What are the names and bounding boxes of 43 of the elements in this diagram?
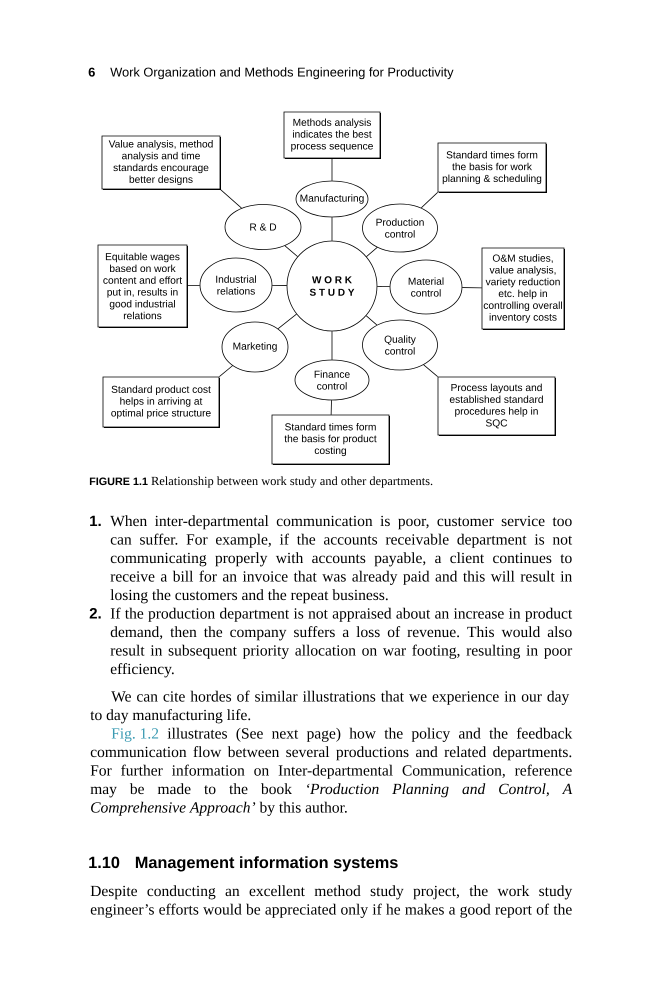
connector-line — [278, 314, 297, 330]
connector-line — [272, 285, 287, 286]
ellipse-node: Manufacturing — [296, 180, 368, 218]
link: Fig. 1.2 — [112, 728, 158, 742]
connector-line — [462, 287, 482, 288]
note-box: Standard product cost helps in arriving at optimal price structure — [102, 376, 220, 428]
section-number: 1.10 — [89, 856, 120, 868]
ellipse-node: R & D — [224, 204, 302, 250]
connector-line — [220, 189, 242, 208]
note-box: O&M studies, value analysis, variety reduction etc. help in controlling overall inventory costs — [482, 248, 565, 330]
note-box: Standard times form the basis for product costing — [272, 414, 390, 465]
connector-line — [377, 286, 390, 288]
paragraph: Despite conducting an excellent method study project, the work study engineer’s efforts would be appreciated only if he makes a good report of the — [90, 885, 572, 918]
note-box: Equitable wages based on work content and effort put in, results in good industrial relations — [98, 244, 188, 328]
paragraph: Fig. 1.2 illustrates (See next page) how the policy and the feedback communication flow between several productions and related departments. For further information on Inter-departmental Communication, reference may be made to the book ‘Production Planning and Control, A Comprehensive Approach’ by this author. — [90, 728, 572, 816]
circle-node: W O R K S T U D Y — [286, 240, 378, 332]
ellipse-node: Production control — [362, 204, 438, 252]
section-heading: Management information systems — [136, 856, 398, 872]
ellipse-node: Quality control — [362, 320, 438, 370]
note-box: Methods analysis indicates the best process sequence — [284, 112, 381, 159]
running-head: Work Organization and Methods Engineering for Productivity — [110, 67, 454, 80]
list-number: 1. — [90, 516, 101, 526]
list-item: If the production department is not appraised about an increase in product demand, then the company suffers a loss of revenue. This would also result in subsequent priority allocation on war footing, resulting in poor efficiency. — [110, 608, 572, 678]
connector-line — [366, 247, 378, 257]
connector-line — [219, 365, 233, 377]
note-box: Value analysis, method analysis and time standards encourage better designs — [102, 136, 221, 190]
paragraph: We can cite hordes of similar illustrations that we experience in our day to day manufacturing life. — [90, 690, 570, 724]
connector-line — [187, 285, 200, 286]
note-box: Process layouts and established standard procedures help in SQC — [438, 376, 556, 436]
list-number: 2. — [90, 608, 101, 618]
list-item: When inter-departmental communication is poor, customer service too can suffer. For example, if the accounts receivable department is not communicating properly with accounts payable, a client continues to receive a bill for an invoice that was already paid and this will result in losing the customers and the repeat business. — [110, 515, 572, 604]
ellipse-node: Industrial relations — [200, 258, 272, 312]
connector-line — [423, 364, 438, 377]
ellipse-node: Marketing — [222, 322, 288, 372]
connector-line — [420, 192, 438, 208]
ellipse-node: Finance control — [294, 360, 370, 400]
figure-caption: FIGURE 1.1 Relationship between work study and other departments. — [90, 476, 432, 488]
connector-line — [366, 315, 378, 326]
ellipse-node: Material control — [390, 260, 462, 314]
note-box: Standard times form the basis for work planning & scheduling — [438, 142, 547, 193]
connector-line — [284, 245, 298, 257]
connector-line — [330, 400, 332, 415]
page-number: 6 — [88, 68, 95, 77]
